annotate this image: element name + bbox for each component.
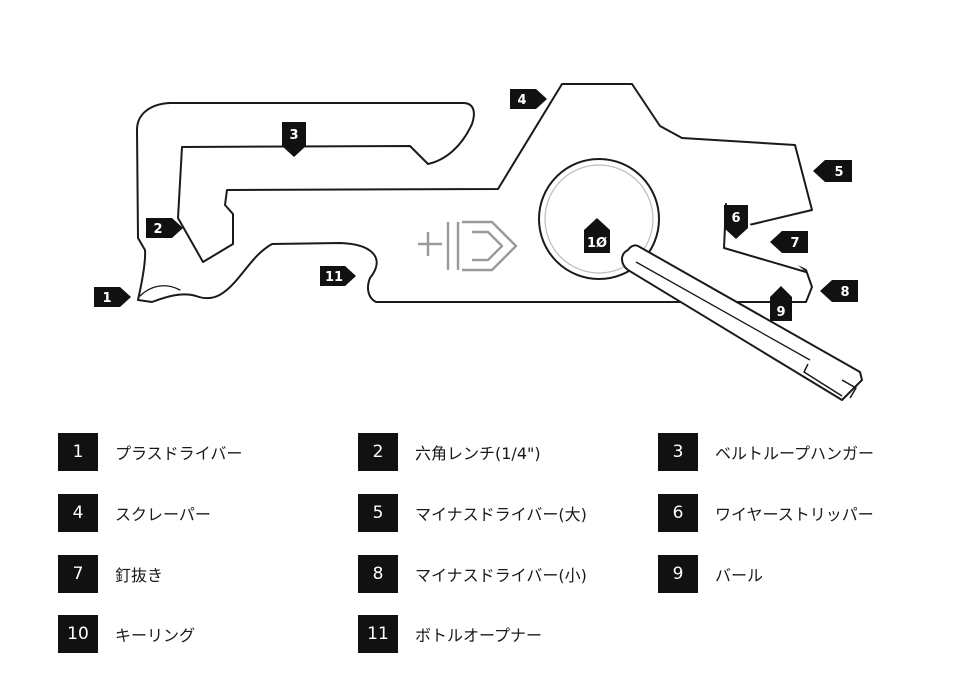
legend-item-2: 2 六角レンチ(1/4"): [358, 433, 541, 471]
legend-item-10: 10 キーリング: [58, 615, 195, 653]
logo-arrow-head: [462, 220, 518, 272]
legend-item-11: 11 ボトルオープナー: [358, 615, 542, 653]
legend-label: 釘抜き: [115, 566, 164, 585]
callout-9: 9: [770, 286, 792, 321]
callout-6-label: 6: [731, 211, 740, 226]
callout-10-shape: [584, 218, 610, 253]
callout-5-label: 5: [834, 165, 843, 180]
legend-label: ベルトループハンガー: [715, 444, 875, 463]
callout-3-shape: [282, 122, 306, 157]
legend-number: 1: [58, 433, 98, 471]
callout-9-shape: [770, 286, 792, 321]
callout-1: 1: [94, 287, 131, 307]
multitool-diagram: 1 2 3 4 5 6 7 8 9 1Ø 11: [94, 83, 863, 401]
legend-label: バール: [715, 566, 764, 585]
callout-1-shape: [94, 287, 131, 307]
legend-number: 10: [58, 615, 98, 653]
callout-3: 3: [282, 122, 306, 157]
callout-1-label: 1: [102, 291, 111, 306]
callout-2-shape: [146, 218, 183, 238]
legend-item-8: 8 マイナスドライバー(小): [358, 555, 587, 593]
logo-arrow-inner: [472, 230, 504, 262]
legend-number: 5: [358, 494, 398, 532]
legend-item-4: 4 スクレーパー: [58, 494, 211, 532]
callout-2: 2: [146, 218, 183, 238]
callout-4-label: 4: [517, 93, 526, 108]
legend-number: 8: [358, 555, 398, 593]
pry-bar-body: [621, 244, 863, 401]
callout-4-shape: [510, 89, 547, 109]
callout-5-shape: [813, 160, 852, 182]
parts-legend: 1 プラスドライバー 4 スクレーパー 7 釘抜き 10 キーリング 2 六角レ…: [58, 433, 938, 673]
legend-number: 11: [358, 615, 398, 653]
legend-item-7: 7 釘抜き: [58, 555, 163, 593]
logo-arrow-left: [418, 232, 442, 256]
legend-label: マイナスドライバー(大): [415, 505, 587, 524]
legend-item-9: 9 バール: [658, 555, 763, 593]
callout-6-shape: [724, 205, 748, 239]
callout-6: 6: [724, 205, 748, 239]
pry-bar-groove: [635, 261, 811, 361]
callout-5: 5: [813, 160, 852, 182]
key-ring-inner: [544, 164, 654, 274]
callout-10: 1Ø: [584, 218, 610, 253]
legend-label: 六角レンチ(1/4"): [415, 444, 541, 463]
legend-number: 3: [658, 433, 698, 471]
tool-body-outline: [136, 83, 813, 303]
legend-label: ワイヤーストリッパー: [715, 505, 874, 524]
legend-label: キーリング: [115, 626, 196, 645]
callout-8: 8: [820, 280, 858, 302]
brand-logo: [418, 220, 518, 272]
callout-4: 4: [510, 89, 547, 109]
callout-7-shape: [770, 231, 808, 253]
callout-8-label: 8: [840, 285, 849, 300]
pry-bar: [621, 244, 863, 401]
legend-label: マイナスドライバー(小): [415, 566, 587, 585]
callout-11-shape: [320, 266, 356, 286]
legend-number: 7: [58, 555, 98, 593]
callout-7-label: 7: [790, 236, 799, 251]
legend-item-3: 3 ベルトループハンガー: [658, 433, 874, 471]
callout-2-label: 2: [153, 222, 162, 237]
legend-item-1: 1 プラスドライバー: [58, 433, 242, 471]
legend-label: スクレーパー: [115, 505, 211, 524]
callout-10-label: 1Ø: [587, 236, 607, 251]
callout-3-label: 3: [289, 128, 298, 143]
callout-8-shape: [820, 280, 858, 302]
callout-9-label: 9: [776, 305, 785, 320]
legend-item-5: 5 マイナスドライバー(大): [358, 494, 587, 532]
legend-number: 9: [658, 555, 698, 593]
phillips-tip-detail: [139, 285, 181, 297]
pry-bar-tip: [803, 363, 857, 399]
legend-item-6: 6 ワイヤーストリッパー: [658, 494, 874, 532]
legend-number: 2: [358, 433, 398, 471]
callout-11: 11: [320, 266, 356, 286]
callout-7: 7: [770, 231, 808, 253]
legend-number: 4: [58, 494, 98, 532]
legend-number: 6: [658, 494, 698, 532]
legend-label: プラスドライバー: [115, 444, 243, 463]
callout-11-label: 11: [325, 270, 343, 285]
legend-label: ボトルオープナー: [415, 626, 543, 645]
